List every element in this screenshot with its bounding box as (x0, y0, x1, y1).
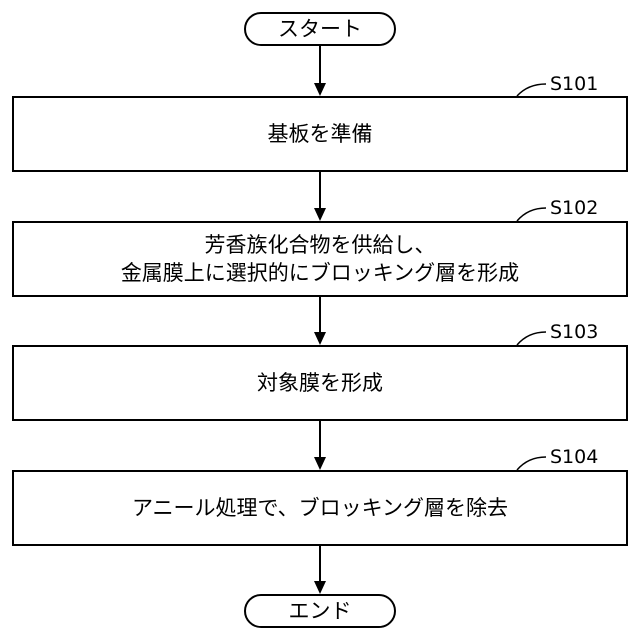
step-id-label: S102 (550, 197, 598, 219)
arrow-s101-to-s102 (314, 171, 326, 221)
step-text-line: 対象膜を形成 (257, 371, 383, 395)
step-id-label: S103 (550, 321, 598, 343)
start-label: スタート (278, 17, 362, 41)
step-label-leader (517, 208, 546, 221)
arrow-s102-to-s103 (314, 296, 326, 345)
arrow-start-to-s101 (314, 45, 326, 96)
end-terminal: エンド (245, 595, 395, 627)
step-label-leader (517, 332, 546, 345)
step-id-label: S101 (550, 73, 598, 95)
start-terminal: スタート (245, 13, 395, 45)
step-text-line: 基板を準備 (268, 122, 373, 146)
arrow-s103-to-s104 (314, 420, 326, 470)
step-text-line: 金属膜上に選択的にブロッキング層を形成 (121, 261, 519, 285)
step-label-leader (517, 84, 546, 96)
step-text-line: 芳香族化合物を供給し、 (205, 233, 436, 257)
arrow-s104-to-end (314, 545, 326, 594)
step-text-line: アニール処理で、ブロッキング層を除去 (132, 496, 508, 520)
step-id-label: S104 (550, 446, 598, 468)
end-label: エンド (289, 599, 352, 623)
step-label-leader (517, 457, 546, 470)
